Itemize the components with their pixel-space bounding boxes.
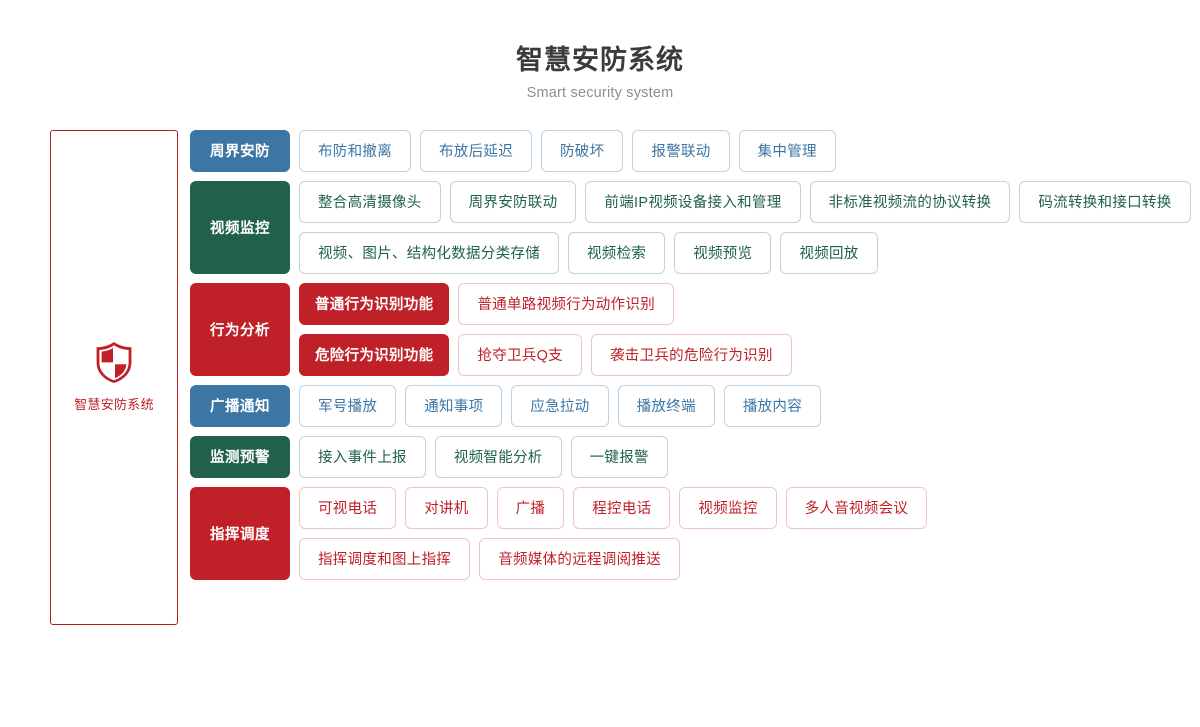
category-label[interactable]: 指挥调度	[190, 486, 290, 580]
row-lines: 布防和撤离布放后延迟防破坏报警联动集中管理	[299, 129, 1200, 172]
feature-chip[interactable]: 报警联动	[632, 129, 730, 172]
feature-chip[interactable]: 集中管理	[738, 129, 836, 172]
row-line: 接入事件上报视频智能分析一键报警	[299, 435, 1200, 478]
feature-chip[interactable]: 对讲机	[405, 486, 488, 529]
category-label[interactable]: 周界安防	[190, 129, 290, 172]
feature-chip[interactable]: 视频监控	[679, 486, 777, 529]
row-line: 视频、图片、结构化数据分类存储视频检索视频预览视频回放	[299, 231, 1200, 274]
row-line: 可视电话对讲机广播程控电话视频监控多人音视频会议	[299, 486, 1200, 529]
category-label[interactable]: 视频监控	[190, 180, 290, 274]
row-line: 危险行为识别功能抢夺卫兵Q支袭击卫兵的危险行为识别	[299, 333, 1200, 376]
feature-chip[interactable]: 程控电话	[573, 486, 671, 529]
subcategory-chip[interactable]: 危险行为识别功能	[299, 333, 450, 376]
feature-chip[interactable]: 应急拉动	[511, 384, 609, 427]
feature-chip[interactable]: 一键报警	[570, 435, 668, 478]
feature-chip[interactable]: 音频媒体的远程调阅推送	[479, 537, 681, 580]
feature-chip[interactable]: 接入事件上报	[299, 435, 426, 478]
feature-chip[interactable]: 视频、图片、结构化数据分类存储	[299, 231, 559, 274]
row-lines: 军号播放通知事项应急拉动播放终端播放内容	[299, 384, 1200, 427]
feature-chip[interactable]: 多人音视频会议	[785, 486, 928, 529]
row-lines: 可视电话对讲机广播程控电话视频监控多人音视频会议指挥调度和图上指挥音频媒体的远程…	[299, 486, 1200, 580]
feature-chip[interactable]: 视频智能分析	[434, 435, 562, 478]
feature-chip[interactable]: 周界安防联动	[449, 180, 577, 223]
category-rows: 周界安防布防和撤离布放后延迟防破坏报警联动集中管理视频监控整合高清摄像头周界安防…	[190, 129, 1200, 580]
feature-chip[interactable]: 前端IP视频设备接入和管理	[585, 180, 801, 223]
row-line: 军号播放通知事项应急拉动播放终端播放内容	[299, 384, 1200, 427]
shield-icon	[94, 341, 134, 384]
category-row: 视频监控整合高清摄像头周界安防联动前端IP视频设备接入和管理非标准视频流的协议转…	[190, 180, 1200, 274]
category-row: 广播通知军号播放通知事项应急拉动播放终端播放内容	[190, 384, 1200, 427]
feature-chip[interactable]: 普通单路视频行为动作识别	[458, 282, 675, 325]
feature-chip[interactable]: 码流转换和接口转换	[1019, 180, 1191, 223]
brand-panel: 智慧安防系统	[50, 129, 178, 625]
category-label[interactable]: 行为分析	[190, 282, 290, 376]
row-line: 指挥调度和图上指挥音频媒体的远程调阅推送	[299, 537, 1200, 580]
row-line: 布防和撤离布放后延迟防破坏报警联动集中管理	[299, 129, 1200, 172]
page-subtitle: Smart security system	[526, 84, 674, 101]
feature-chip[interactable]: 布放后延迟	[420, 129, 532, 172]
row-line: 普通行为识别功能普通单路视频行为动作识别	[299, 282, 1200, 325]
category-label[interactable]: 监测预警	[190, 435, 290, 478]
category-row: 行为分析普通行为识别功能普通单路视频行为动作识别危险行为识别功能抢夺卫兵Q支袭击…	[190, 282, 1200, 376]
category-row: 指挥调度可视电话对讲机广播程控电话视频监控多人音视频会议指挥调度和图上指挥音频媒…	[190, 486, 1200, 580]
feature-chip[interactable]: 布防和撤离	[299, 129, 411, 172]
feature-chip[interactable]: 非标准视频流的协议转换	[809, 180, 1011, 223]
feature-chip[interactable]: 通知事项	[405, 384, 503, 427]
feature-chip[interactable]: 可视电话	[299, 486, 397, 529]
row-lines: 接入事件上报视频智能分析一键报警	[299, 435, 1200, 478]
feature-chip[interactable]: 袭击卫兵的危险行为识别	[590, 333, 792, 376]
feature-chip[interactable]: 整合高清摄像头	[299, 180, 441, 223]
page-title: 智慧安防系统	[516, 45, 684, 75]
feature-chip[interactable]: 抢夺卫兵Q支	[458, 333, 582, 376]
feature-chip[interactable]: 视频回放	[780, 231, 878, 274]
brand-name: 智慧安防系统	[74, 397, 154, 413]
diagram-body: 智慧安防系统 周界安防布防和撤离布放后延迟防破坏报警联动集中管理视频监控整合高清…	[0, 129, 1200, 625]
category-row: 监测预警接入事件上报视频智能分析一键报警	[190, 435, 1200, 478]
row-line: 整合高清摄像头周界安防联动前端IP视频设备接入和管理非标准视频流的协议转换码流转…	[299, 180, 1200, 223]
feature-chip[interactable]: 军号播放	[299, 384, 397, 427]
feature-chip[interactable]: 指挥调度和图上指挥	[299, 537, 471, 580]
feature-chip[interactable]: 视频检索	[568, 231, 666, 274]
feature-chip[interactable]: 视频预览	[674, 231, 772, 274]
feature-chip[interactable]: 广播	[496, 486, 565, 529]
row-lines: 整合高清摄像头周界安防联动前端IP视频设备接入和管理非标准视频流的协议转换码流转…	[299, 180, 1200, 274]
page-header: 智慧安防系统 Smart security system	[0, 0, 1200, 101]
feature-chip[interactable]: 播放内容	[723, 384, 822, 427]
row-lines: 普通行为识别功能普通单路视频行为动作识别危险行为识别功能抢夺卫兵Q支袭击卫兵的危…	[299, 282, 1200, 376]
feature-chip[interactable]: 防破坏	[541, 129, 624, 172]
subcategory-chip[interactable]: 普通行为识别功能	[299, 282, 450, 325]
category-row: 周界安防布防和撤离布放后延迟防破坏报警联动集中管理	[190, 129, 1200, 172]
feature-chip[interactable]: 播放终端	[617, 384, 715, 427]
category-label[interactable]: 广播通知	[190, 384, 290, 427]
